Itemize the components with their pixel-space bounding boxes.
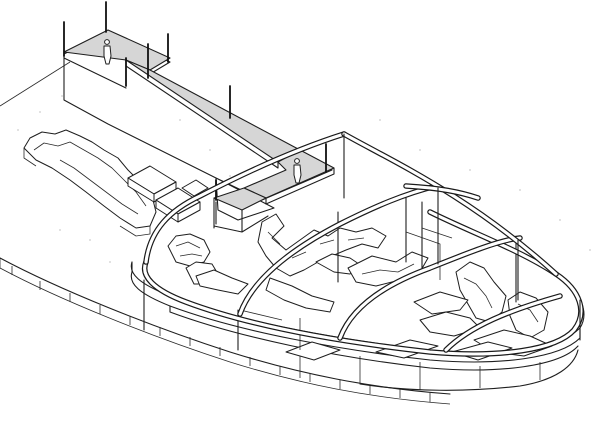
rock-formation-left <box>23 129 157 237</box>
terrace-blocks <box>127 165 209 223</box>
interior-walls <box>195 213 429 313</box>
human-figure <box>293 158 302 184</box>
frame-support-posts <box>343 133 581 341</box>
ground-texture <box>17 95 591 263</box>
human-figure <box>103 39 112 65</box>
elevated-walkway <box>63 29 335 233</box>
tubular-frame <box>141 131 584 357</box>
walkway-railing-posts <box>63 1 327 201</box>
rock-cluster-right <box>413 261 553 357</box>
